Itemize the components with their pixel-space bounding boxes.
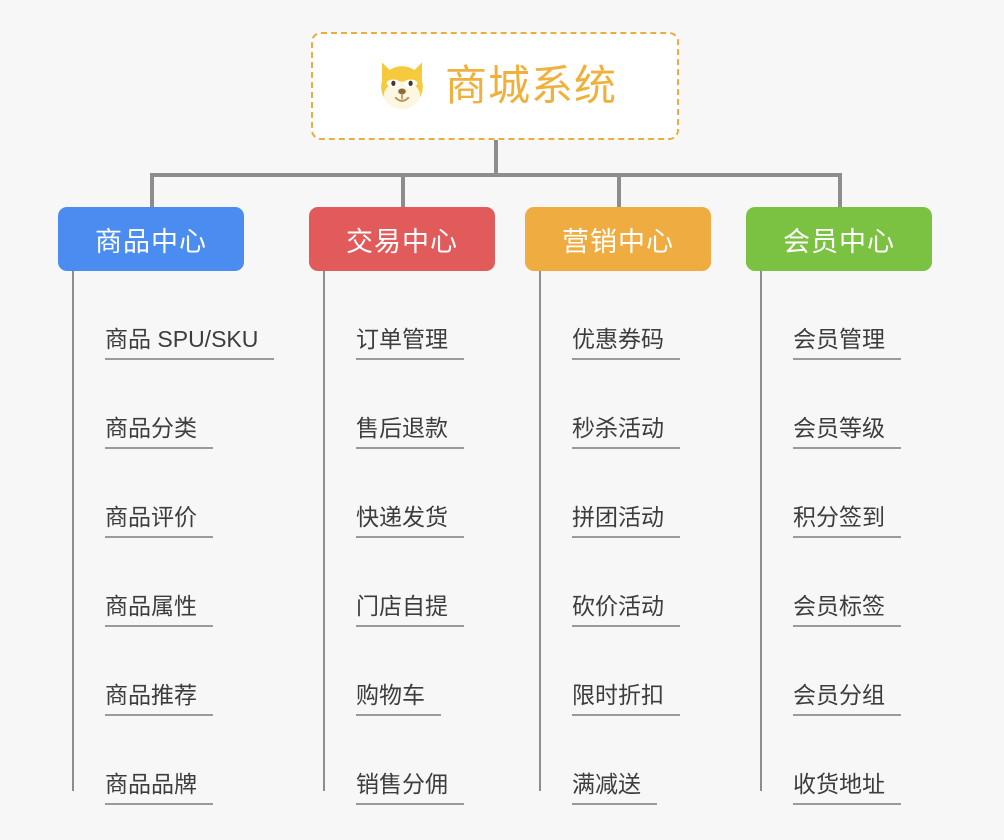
leaf-item[interactable]: 会员等级 [762,360,932,449]
leaf-item[interactable]: 售后退款 [325,360,495,449]
leaf-label: 销售分佣 [356,771,464,805]
connector-horizontal-bus [150,173,842,177]
connector-drop-4 [838,173,842,209]
leaf-label: 会员管理 [793,326,901,360]
leaf-label: 售后退款 [356,415,464,449]
leaf-label: 购物车 [356,682,441,716]
leaf-item[interactable]: 门店自提 [325,538,495,627]
connector-root-stem [494,140,498,176]
branch-header-3[interactable]: 营销中心 [525,207,711,271]
leaf-label: 收货地址 [793,771,901,805]
leaf-label: 快递发货 [356,504,464,538]
connector-drop-3 [617,173,621,209]
leaf-label: 商品评价 [105,504,213,538]
leaf-label: 秒杀活动 [572,415,680,449]
leaf-label: 会员分组 [793,682,901,716]
leaf-label: 商品分类 [105,415,213,449]
leaf-label: 满减送 [572,771,657,805]
leaf-item[interactable]: 会员标签 [762,538,932,627]
leaf-label: 商品推荐 [105,682,213,716]
leaf-spine-2 [323,271,325,791]
branch-商品中心: 商品中心 商品 SPU/SKU 商品分类 商品评价 商品属性 商品推荐 商品品牌 [58,207,275,805]
branch-营销中心: 营销中心 优惠券码 秒杀活动 拼团活动 砍价活动 限时折扣 满减送 [525,207,711,805]
leaf-label: 商品 SPU/SKU [105,326,275,360]
branch-header-label-2: 交易中心 [346,226,458,257]
leaf-item[interactable]: 订单管理 [325,271,495,360]
leaf-label: 会员等级 [793,415,901,449]
leaf-item[interactable]: 商品分类 [74,360,274,449]
leaf-label: 订单管理 [356,326,464,360]
leaf-spine-4 [760,271,762,791]
root-node[interactable]: 商城系统 [311,32,679,140]
leaf-item[interactable]: 满减送 [541,716,711,805]
leaf-item[interactable]: 商品 SPU/SKU [74,271,275,360]
leaf-label: 商品属性 [105,593,213,627]
leaf-item[interactable]: 优惠券码 [541,271,711,360]
leaf-label: 优惠券码 [572,326,680,360]
leaf-item[interactable]: 秒杀活动 [541,360,711,449]
leaf-item[interactable]: 购物车 [325,627,495,716]
leaf-item[interactable]: 快递发货 [325,449,495,538]
leaf-list-4: 会员管理 会员等级 积分签到 会员标签 会员分组 收货地址 [746,271,932,805]
shiba-dog-face-icon [381,62,423,110]
leaf-list-3: 优惠券码 秒杀活动 拼团活动 砍价活动 限时折扣 满减送 [525,271,711,805]
branch-header-label-3: 营销中心 [562,226,674,257]
leaf-item[interactable]: 收货地址 [762,716,932,805]
leaf-list-1: 商品 SPU/SKU 商品分类 商品评价 商品属性 商品推荐 商品品牌 [58,271,275,805]
leaf-item[interactable]: 积分签到 [762,449,932,538]
leaf-item[interactable]: 商品推荐 [74,627,274,716]
leaf-label: 积分签到 [793,504,901,538]
leaf-item[interactable]: 商品评价 [74,449,274,538]
connector-drop-2 [401,173,405,209]
leaf-list-2: 订单管理 售后退款 快递发货 门店自提 购物车 销售分佣 [309,271,495,805]
branch-会员中心: 会员中心 会员管理 会员等级 积分签到 会员标签 会员分组 收货地址 [746,207,932,805]
branch-header-label-4: 会员中心 [783,226,895,257]
leaf-label: 限时折扣 [572,682,680,716]
root-title: 商城系统 [444,62,617,109]
leaf-spine-3 [539,271,541,791]
connector-drop-1 [150,173,154,209]
leaf-item[interactable]: 销售分佣 [325,716,495,805]
leaf-item[interactable]: 限时折扣 [541,627,711,716]
leaf-label: 砍价活动 [572,593,680,627]
leaf-spine-1 [72,271,74,791]
leaf-item[interactable]: 会员分组 [762,627,932,716]
leaf-label: 商品品牌 [105,771,213,805]
leaf-label: 会员标签 [793,593,901,627]
leaf-item[interactable]: 拼团活动 [541,449,711,538]
leaf-item[interactable]: 商品品牌 [74,716,274,805]
branch-header-4[interactable]: 会员中心 [746,207,932,271]
branch-header-label-1: 商品中心 [95,226,207,257]
branch-header-2[interactable]: 交易中心 [309,207,495,271]
branch-header-1[interactable]: 商品中心 [58,207,244,271]
leaf-item[interactable]: 砍价活动 [541,538,711,627]
branch-交易中心: 交易中心 订单管理 售后退款 快递发货 门店自提 购物车 销售分佣 [309,207,495,805]
leaf-item[interactable]: 会员管理 [762,271,932,360]
leaf-label: 拼团活动 [572,504,680,538]
leaf-item[interactable]: 商品属性 [74,538,274,627]
leaf-label: 门店自提 [356,593,464,627]
